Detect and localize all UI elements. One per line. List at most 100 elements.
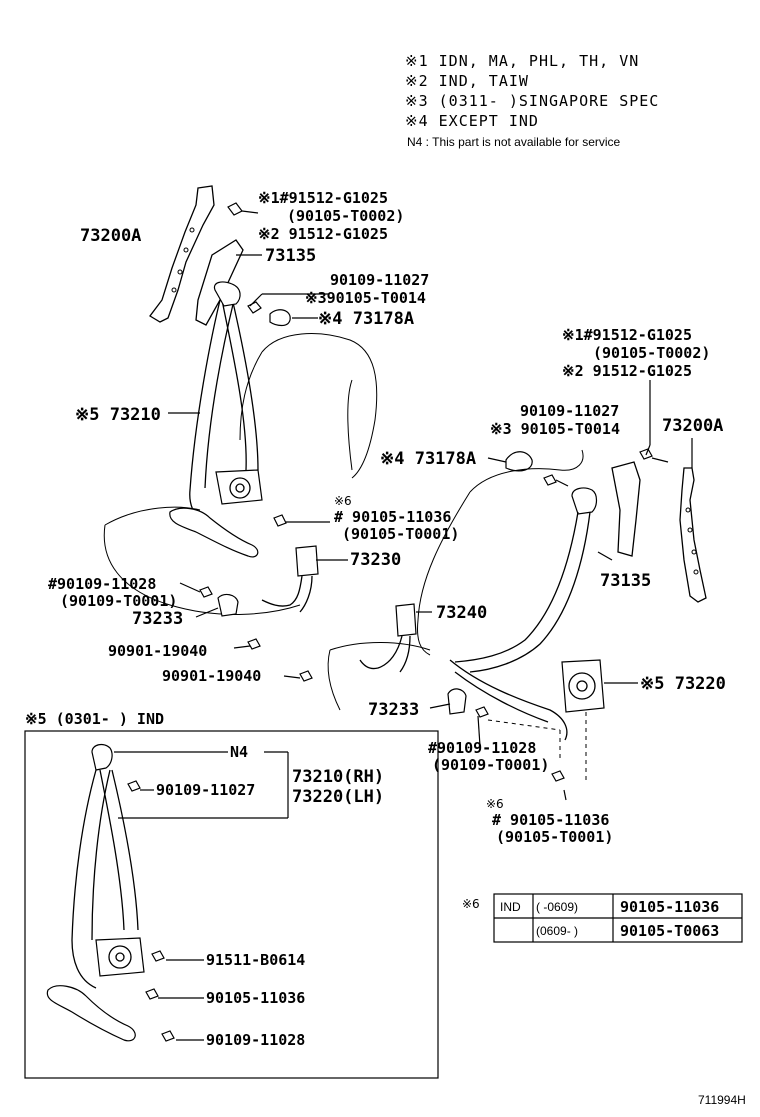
label-73240: 73240 [436, 603, 487, 623]
inset-box [24, 730, 439, 1079]
note-text: IND, TAIW [439, 72, 529, 90]
belt-webbing-inset [71, 769, 97, 989]
bolt-icon [161, 1030, 175, 1042]
note-mark: ※4 [405, 112, 429, 130]
seat-outline-right [469, 449, 584, 493]
x6-table: ※6 IND ( -0609) 90105-11036 (0609- ) 901… [462, 893, 743, 943]
belt-webbing-left [189, 291, 223, 529]
label-x3-a: ※390105-T0014 [305, 289, 426, 307]
label-90105-11036-a: # 90105-11036 [334, 508, 451, 526]
label-x6-a: ※6 [334, 494, 352, 508]
leader-lines [114, 254, 693, 1041]
label-x4-73178A-b: ※4 73178A [380, 449, 476, 469]
bolt-icon [151, 950, 165, 962]
label-91511-B0614: 91511-B0614 [206, 951, 305, 969]
label-90105-11036-c: 90105-11036 [206, 989, 305, 1007]
cap-73233-right [447, 688, 467, 715]
label-90901-19040-b: 90901-19040 [162, 667, 261, 685]
label-90105-T0001-a: (90105-T0001) [342, 525, 459, 543]
bolt-icon [227, 202, 243, 216]
label-90109-T0001-a: (90109-T0001) [60, 592, 177, 610]
right-assembly [299, 448, 707, 782]
label-x4-73178A-a: ※4 73178A [318, 309, 414, 329]
guide-clip-icon [505, 451, 533, 472]
svg-text:※2 IND, TAIW: ※2 IND, TAIW [405, 72, 529, 90]
label-x1-a: ※1#91512-G1025 [258, 189, 388, 207]
label-x5-ind: ※5 (0301- ) IND [25, 710, 164, 728]
label-x5-73220: ※5 73220 [640, 674, 726, 694]
label-73220-lh: 73220(LH) [292, 787, 384, 807]
anchor-plate-right [679, 467, 707, 603]
retractor-inset [95, 937, 145, 977]
buckle-73240 [395, 603, 417, 637]
label-paren-b: (90105-T0002) [593, 344, 710, 362]
label-73200A-right: 73200A [662, 416, 723, 436]
bolt-icon [127, 780, 141, 792]
table-mark: ※6 [462, 897, 480, 911]
note-mark: ※2 [405, 72, 429, 90]
bolt-icon [551, 770, 565, 782]
bolt-icon [273, 514, 287, 527]
buckle-73230 [295, 545, 319, 577]
guide-clip-icon [269, 309, 291, 327]
n4-note: N4 : This part is not available for serv… [407, 135, 621, 149]
cover-right [611, 461, 641, 557]
label-73135-right: 73135 [600, 571, 651, 591]
belt-webbing-right [454, 511, 579, 663]
seat-outline-left [261, 333, 378, 479]
inset-frame [24, 730, 439, 1079]
table-part-2: 90105-T0063 [620, 922, 719, 940]
label-x2-b: ※2 91512-G1025 [562, 362, 692, 380]
upper-anchor-inset [91, 743, 113, 771]
note-mark: ※3 [405, 92, 429, 110]
note-text: IDN, MA, PHL, TH, VN [439, 52, 640, 70]
label-90105-T0001-b: (90105-T0001) [496, 828, 613, 846]
table-part-1: 90105-11036 [620, 898, 719, 916]
table-region: IND [500, 900, 521, 914]
label-90109-11027-c: 90109-11027 [156, 781, 255, 799]
label-90109-11027-b: 90109-11027 [520, 402, 619, 420]
label-73210-rh: 73210(RH) [292, 767, 384, 787]
label-x2-a: ※2 91512-G1025 [258, 225, 388, 243]
label-90109-T0001-b: (90109-T0001) [432, 756, 549, 774]
figure-id: 711994H [698, 1093, 746, 1107]
cap-73233-left [217, 593, 239, 617]
label-90109-11028-c: 90109-11028 [206, 1031, 305, 1049]
label-73200A-left: 73200A [80, 226, 141, 246]
note-text: EXCEPT IND [439, 112, 539, 130]
label-x6-b: ※6 [486, 797, 504, 811]
label-73233-a: 73233 [132, 609, 183, 629]
label-90109-11028-b: #90109-11028 [428, 739, 536, 757]
anchor-plate-left [149, 185, 215, 323]
bolt-icon [247, 638, 261, 650]
label-paren-a: (90105-T0002) [287, 207, 404, 225]
label-73233-b: 73233 [368, 700, 419, 720]
bolt-icon [475, 706, 489, 718]
cover-left [195, 239, 244, 326]
bolt-icon [145, 988, 159, 1000]
label-90109-11027-a: 90109-11027 [330, 271, 429, 289]
note-mark: ※1 [405, 52, 429, 70]
svg-text:※1 IDN, MA, PHL, TH, VN: ※1 IDN, MA, PHL, TH, VN [405, 52, 639, 70]
label-n4: N4 [230, 743, 248, 761]
label-90105-11036-b: # 90105-11036 [492, 811, 609, 829]
bolt-icon [199, 586, 213, 598]
table-range-2: (0609- ) [536, 924, 578, 938]
svg-text:※3 (0311- )SINGAPORE SPEC: ※3 (0311- )SINGAPORE SPEC [405, 92, 659, 110]
upper-anchor-left [213, 281, 241, 307]
retractor-left [215, 469, 263, 505]
label-90109-11028-a: #90109-11028 [48, 575, 156, 593]
label-x5-73210: ※5 73210 [75, 405, 161, 425]
bolt-icon [543, 474, 557, 486]
note-text: (0311- )SINGAPORE SPEC [439, 92, 660, 110]
bolt-icon [299, 670, 313, 682]
part-labels: 73200A 73135 ※1#91512-G1025 (90105-T0002… [25, 189, 726, 1049]
retractor-right [561, 659, 605, 713]
label-73230: 73230 [350, 550, 401, 570]
notes-block: ※1 IDN, MA, PHL, TH, VN ※2 IND, TAIW ※3 … [405, 52, 659, 149]
table-range-1: ( -0609) [536, 900, 578, 914]
lower-anchor-inset [46, 985, 136, 1042]
upper-anchor-right [571, 487, 598, 515]
